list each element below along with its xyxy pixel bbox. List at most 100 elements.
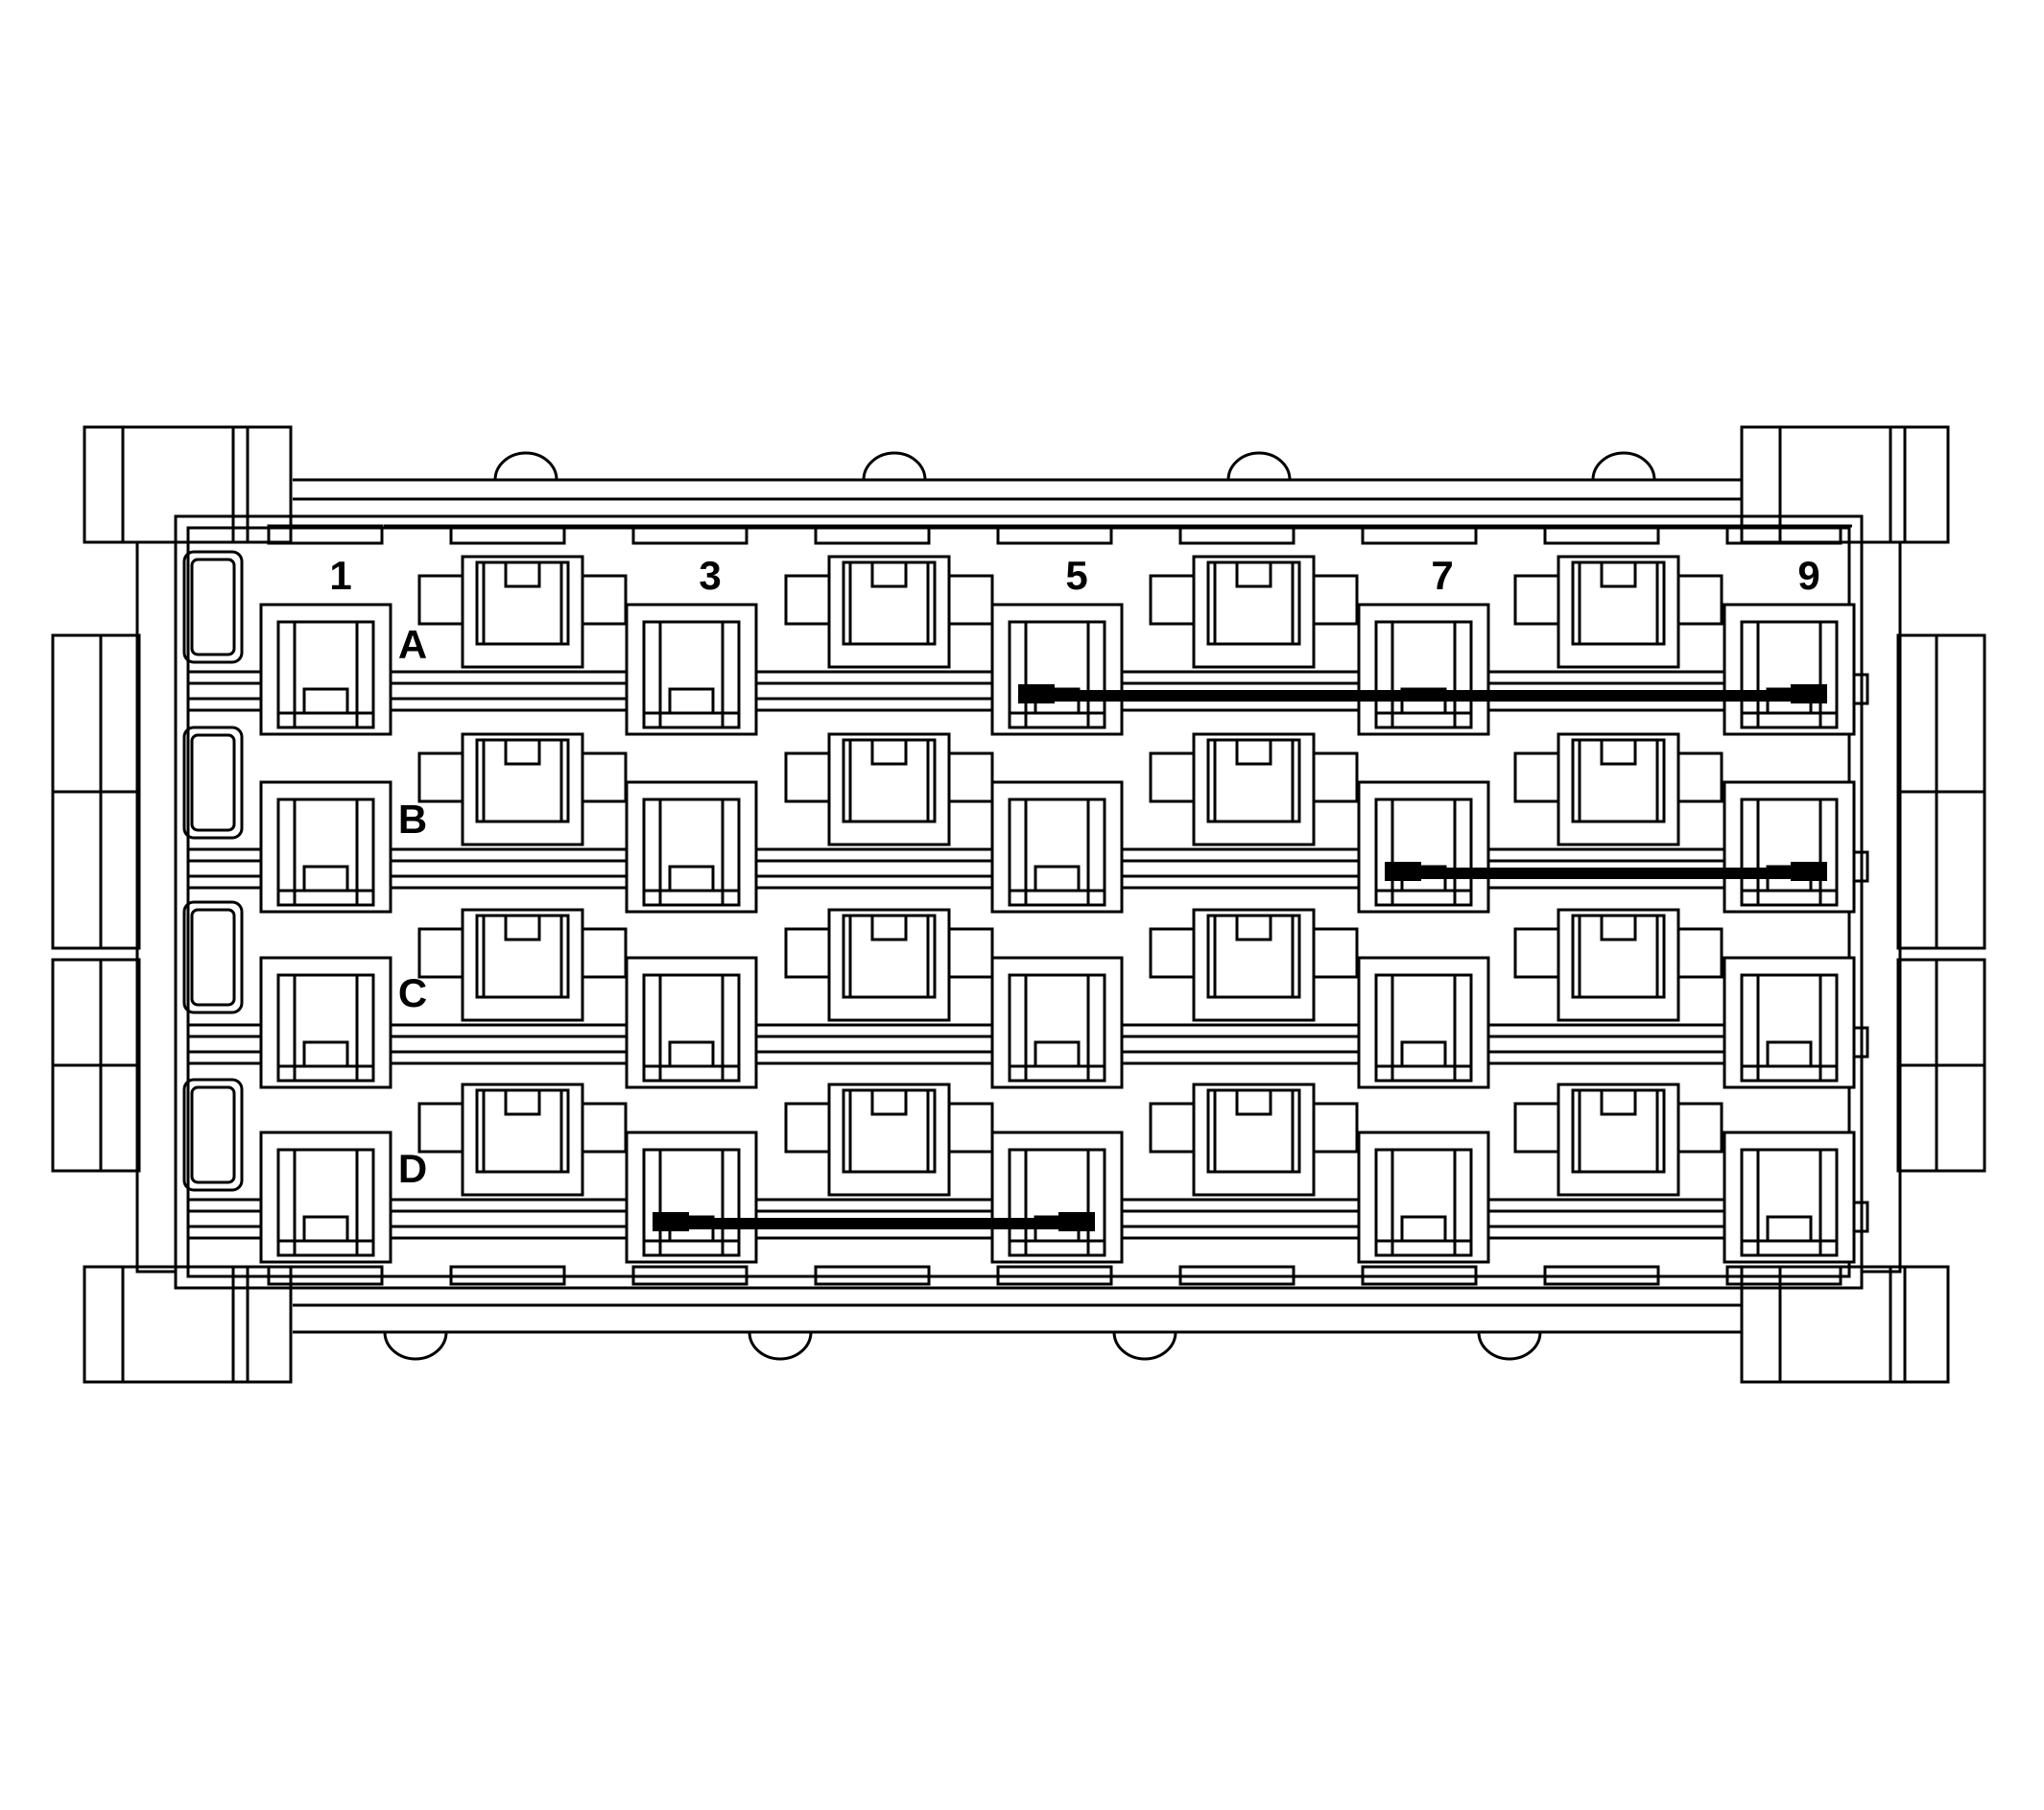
row-label-a: A	[398, 622, 427, 667]
column-label-1: 1	[329, 553, 351, 598]
top-tab	[814, 524, 931, 545]
bottom-tab	[1361, 1265, 1478, 1286]
row-label-c: C	[398, 970, 427, 1015]
top-rail-bump	[1226, 451, 1292, 481]
cavity-c9	[1723, 956, 1856, 1089]
bottom-tab	[1725, 1265, 1842, 1286]
cavity-c4	[784, 908, 994, 1022]
cavity-c5	[990, 956, 1124, 1089]
side-latch-right-upper	[1896, 633, 1986, 950]
top-tab	[631, 524, 749, 545]
cavity-a1	[259, 603, 392, 736]
cavity-d5	[990, 1131, 1124, 1264]
right-pin	[1852, 850, 1869, 883]
lock-slot-1	[182, 550, 244, 664]
terminal-cavities	[188, 555, 1869, 1264]
cavity-c2	[417, 908, 628, 1022]
cavity-a8	[1513, 555, 1723, 669]
cavity-c6	[1149, 908, 1359, 1022]
row-label-d: D	[398, 1146, 427, 1191]
corner-block-top-left	[83, 425, 293, 544]
cavity-c7	[1357, 956, 1490, 1089]
cavity-a4	[784, 555, 994, 669]
cavity-b9	[1723, 780, 1856, 914]
top-rail-bump	[862, 451, 927, 481]
column-label-7: 7	[1431, 553, 1453, 598]
lock-slot-inner	[190, 908, 236, 1007]
cavity-d7	[1357, 1131, 1490, 1264]
connector-housing	[51, 425, 1986, 1384]
bottom-tab	[631, 1265, 749, 1286]
row-label-b: B	[398, 797, 427, 842]
column-label-3: 3	[699, 553, 721, 598]
lock-slot-3	[182, 900, 244, 1014]
bottom-tab	[996, 1265, 1113, 1286]
cavity-a6	[1149, 555, 1359, 669]
column-label-9: 9	[1797, 553, 1819, 598]
cavity-d4	[784, 1083, 994, 1197]
cavity-a2	[417, 555, 628, 669]
side-latch-left-lower	[51, 958, 141, 1173]
lock-slot-2	[182, 726, 244, 840]
cavity-b7	[1357, 780, 1490, 914]
corner-block-bottom-left	[83, 1265, 293, 1384]
lock-slot-inner	[190, 733, 236, 832]
bottom-rail-bump	[748, 1331, 813, 1361]
cavity-d3	[625, 1131, 758, 1264]
bottom-tab	[1178, 1265, 1295, 1286]
bottom-tab	[1543, 1265, 1660, 1286]
bottom-tab	[449, 1265, 566, 1286]
cavity-c1	[259, 956, 392, 1089]
bottom-tab	[814, 1265, 931, 1286]
top-tab	[1178, 524, 1295, 545]
cavity-c8	[1513, 908, 1723, 1022]
lock-slot-inner	[190, 558, 236, 656]
bottom-rail-bump	[1477, 1331, 1542, 1361]
bottom-rail-bump	[1112, 1331, 1177, 1361]
top-rail-bump	[1591, 451, 1656, 481]
top-tab	[449, 524, 566, 545]
cavity-b1	[259, 780, 392, 914]
jumper-wires	[653, 684, 1827, 1231]
cavity-a9	[1723, 603, 1856, 736]
top-rail-bump	[493, 451, 559, 481]
cavity-d1	[259, 1131, 392, 1264]
cavity-c3	[625, 956, 758, 1089]
top-tab	[1725, 524, 1842, 545]
cavity-a5	[990, 603, 1124, 736]
side-latch-right-lower	[1896, 958, 1986, 1173]
lock-slot-4	[182, 1078, 244, 1192]
cavity-b3	[625, 780, 758, 914]
right-pin	[1852, 673, 1869, 705]
bottom-tab	[267, 1265, 384, 1286]
cavity-a7	[1357, 603, 1490, 736]
cavity-b6	[1149, 732, 1359, 846]
cavity-b2	[417, 732, 628, 846]
top-tab	[1361, 524, 1478, 545]
corner-block-bottom-right	[1740, 1265, 1950, 1384]
top-tab	[996, 524, 1113, 545]
cavity-d9	[1723, 1131, 1856, 1264]
jumper-a5-a9	[1018, 684, 1827, 703]
top-tab	[1543, 524, 1660, 545]
right-pin	[1852, 1026, 1869, 1059]
cavity-b8	[1513, 732, 1723, 846]
cavity-b5	[990, 780, 1124, 914]
right-side-wall	[1860, 540, 1902, 1274]
cavity-d2	[417, 1083, 628, 1197]
column-label-5: 5	[1065, 553, 1087, 598]
jumper-d3-d5	[653, 1212, 1095, 1231]
top-tab	[267, 524, 384, 545]
bottom-rail-bump	[383, 1331, 448, 1361]
corner-block-top-right	[1740, 425, 1950, 544]
left-side-wall	[135, 540, 178, 1274]
side-latch-left-upper	[51, 633, 141, 950]
right-pin	[1852, 1201, 1869, 1233]
lock-slot-inner	[190, 1085, 236, 1184]
jumper-b7-b9	[1385, 862, 1827, 881]
cavity-b4	[784, 732, 994, 846]
cavity-a3	[625, 603, 758, 736]
cavity-d8	[1513, 1083, 1723, 1197]
cavity-d6	[1149, 1083, 1359, 1197]
